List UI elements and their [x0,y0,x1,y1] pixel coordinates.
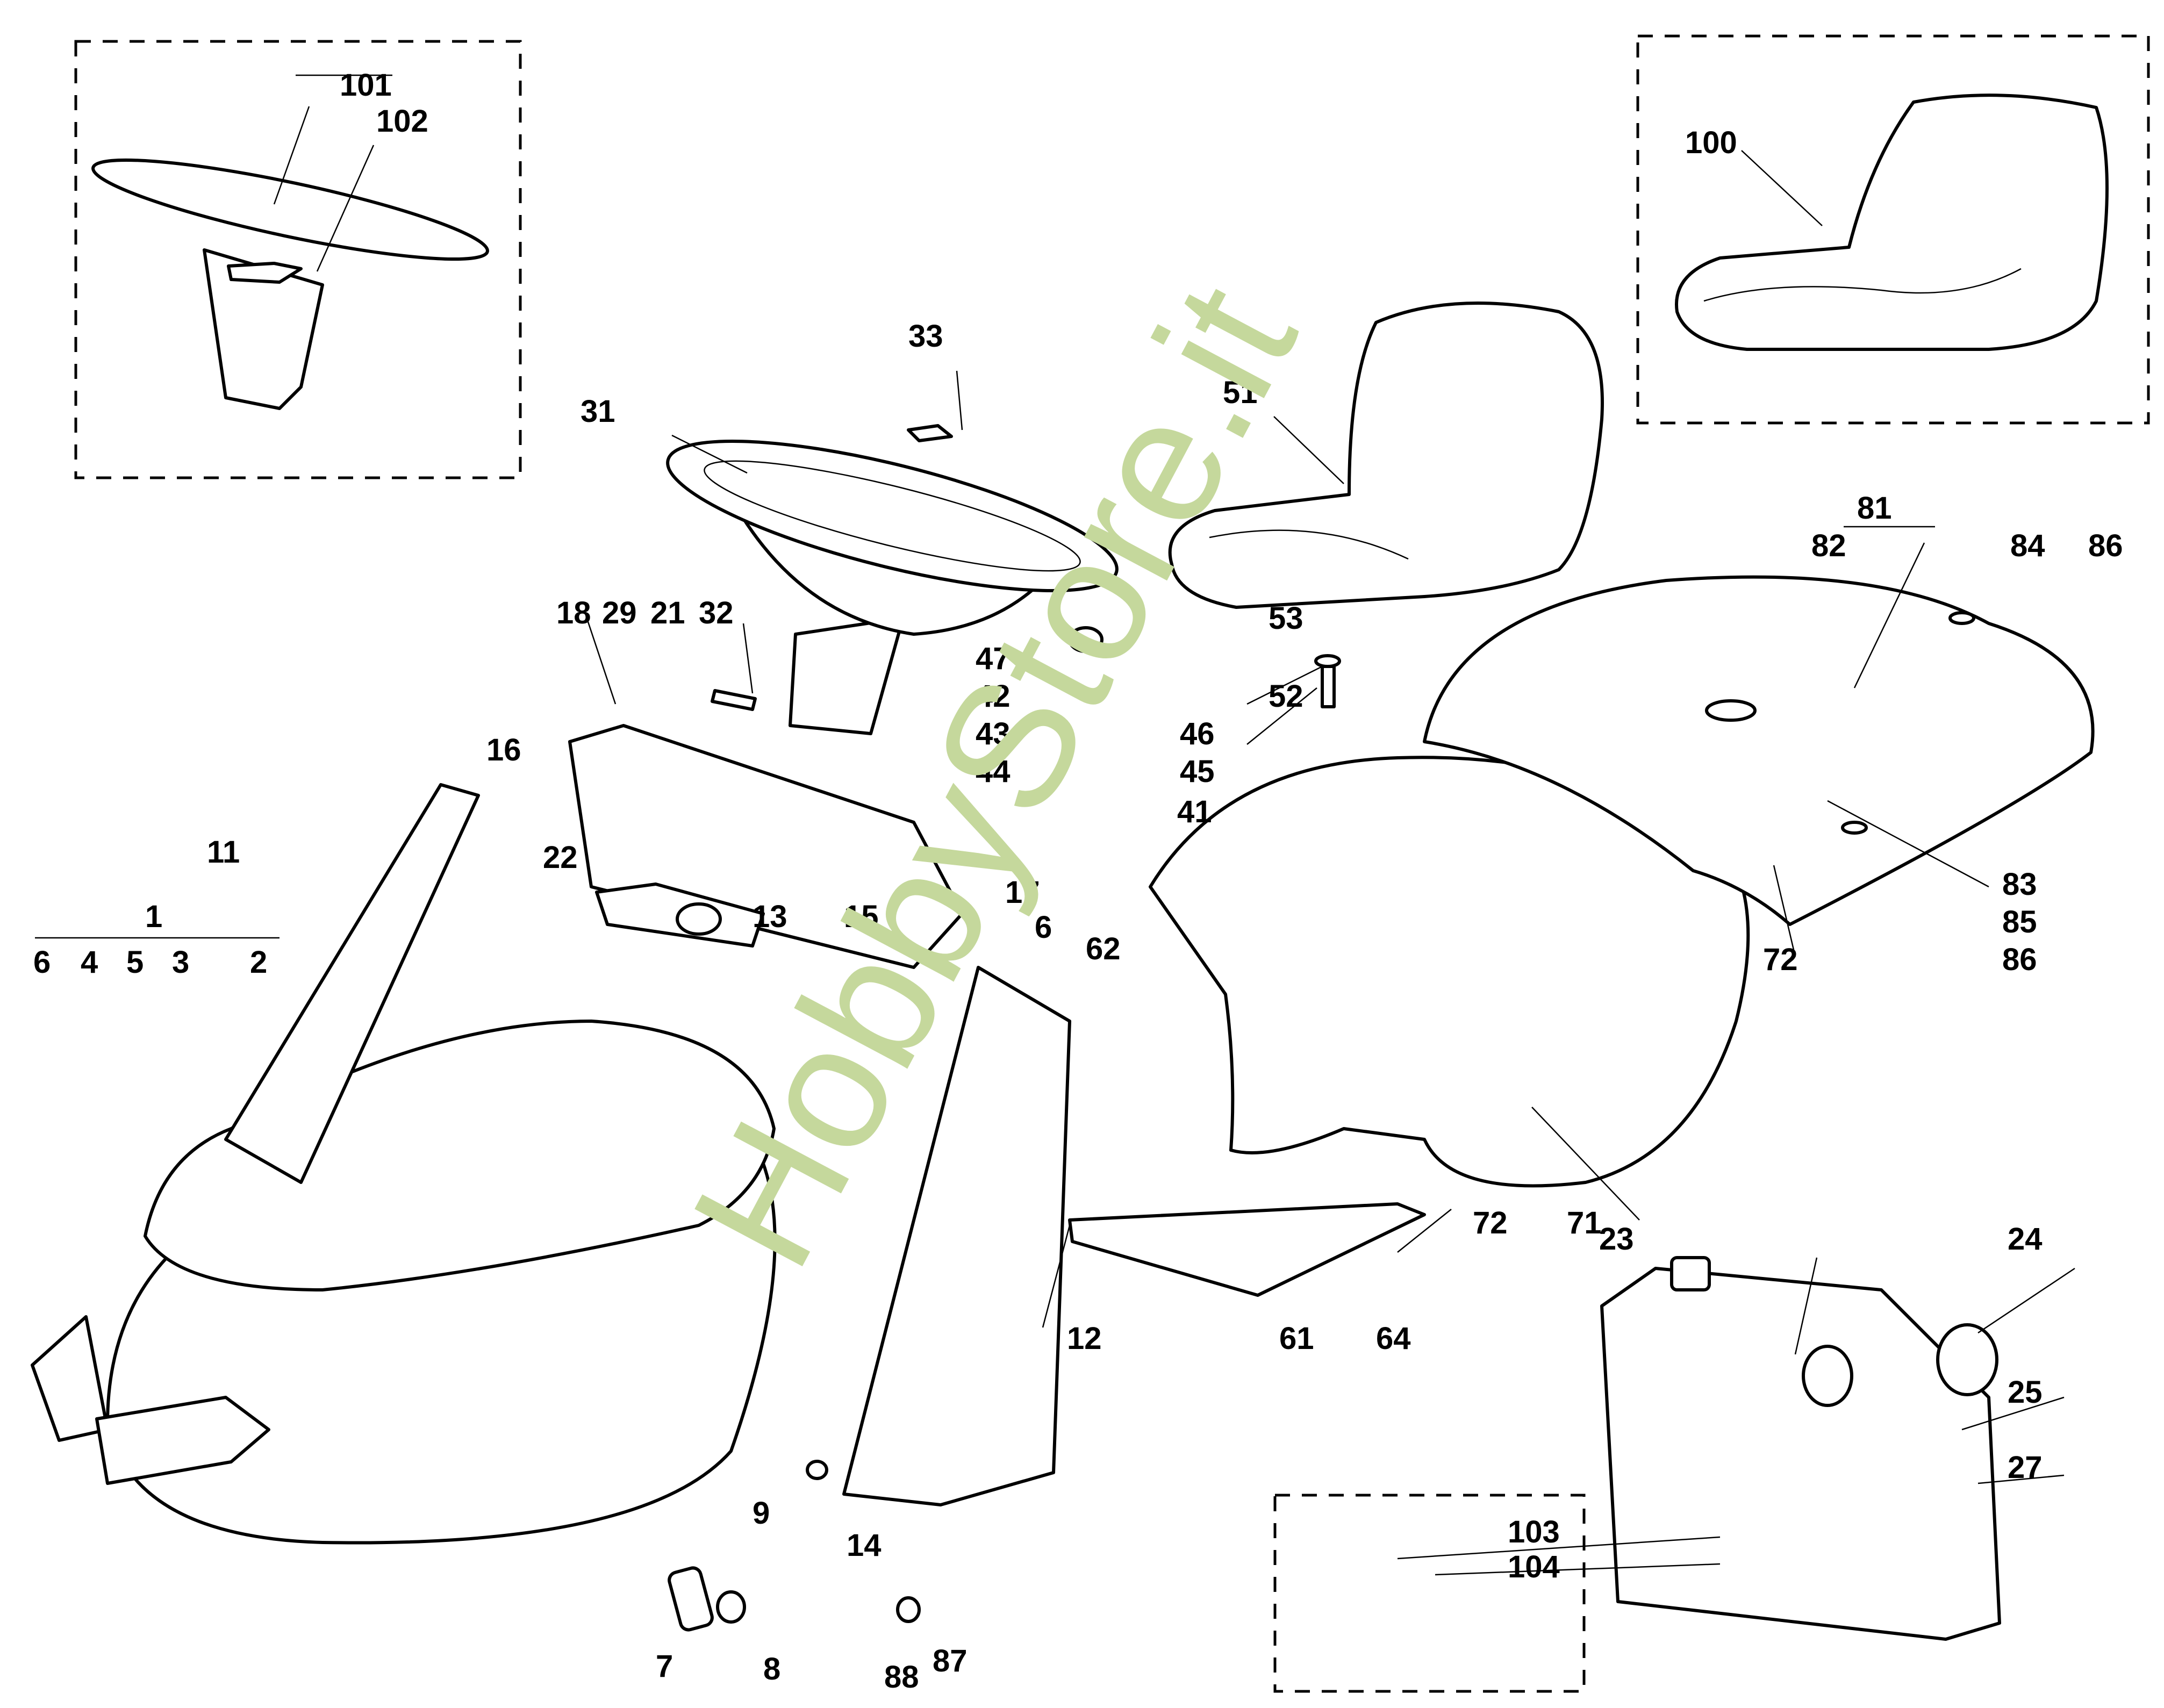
seat-part [1168,302,1604,609]
part-label-8: 8 [763,1652,780,1687]
fuel-tank-part [1600,1256,2001,1641]
part-label-100: 100 [1685,125,1737,160]
part-label-101: 101 [340,68,392,103]
part-label-88: 88 [884,1660,919,1695]
part-label-83: 83 [2002,867,2037,902]
part-label-7: 7 [656,1649,673,1684]
part-label-53: 53 [1269,601,1303,636]
part-label-43: 43 [976,716,1011,751]
part-label-42: 42 [976,679,1011,714]
part-label-3: 3 [172,945,189,980]
steering-wheel-part [666,424,1119,735]
part-label-72: 72 [1473,1205,1508,1240]
part-label-71: 71 [1567,1205,1602,1240]
part-label-33: 33 [908,319,943,354]
part-label-45: 45 [1180,754,1215,789]
footrest-part [1068,1202,1426,1297]
part-label-64: 64 [1376,1321,1411,1356]
part-label-23: 23 [1599,1222,1634,1257]
part-label-61: 61 [1279,1321,1314,1356]
part-label-87: 87 [933,1644,968,1678]
part-label-6: 6 [1035,910,1052,945]
part-label-44: 44 [976,754,1011,789]
part-label-32: 32 [699,595,734,630]
part-label-1: 1 [145,899,162,934]
inset-box-seat [1636,34,2150,425]
front-hood-part [31,1020,777,1545]
part-label-17: 17 [1005,875,1040,910]
part-label-52: 52 [1269,679,1303,714]
part-label-14: 14 [847,1528,882,1563]
dashboard-part [568,724,964,969]
part-label-4: 4 [81,945,98,980]
part-label-104: 104 [1508,1549,1560,1584]
part-label-86: 86 [2002,942,2037,977]
part-label-15: 15 [844,899,879,934]
part-label-29: 29 [602,595,637,630]
inset-box-tank-bracket [1273,1494,1586,1693]
part-label-5: 5 [126,945,144,980]
part-label-102: 102 [376,104,428,139]
part-label-46: 46 [1180,716,1215,751]
part-label-25: 25 [2008,1375,2043,1410]
part-label-16: 16 [486,733,521,767]
part-label-86: 86 [2088,528,2123,563]
part-label-85: 85 [2002,905,2037,939]
part-label-51: 51 [1223,375,1258,410]
part-label-103: 103 [1508,1515,1560,1549]
part-label-41: 41 [1177,794,1212,829]
part-label-47: 47 [976,641,1011,676]
part-label-62: 62 [1086,931,1121,966]
part-label-22: 22 [543,840,578,875]
part-label-12: 12 [1067,1321,1102,1356]
part-label-27: 27 [2008,1450,2043,1485]
part-label-18: 18 [556,595,591,630]
part-label-72: 72 [1763,942,1798,977]
part-label-31: 31 [581,394,615,429]
part-label-13: 13 [753,899,787,934]
rear-fender-part [1149,575,2095,1188]
part-label-9: 9 [753,1496,770,1531]
part-label-84: 84 [2010,528,2045,563]
side-panel-right-part [842,966,1071,1506]
part-label-82: 82 [1811,528,1846,563]
steering-wheel-alt-part [91,158,489,410]
part-label-81: 81 [1857,491,1892,526]
hardware-parts [668,611,1975,1632]
seat-alt-part [1675,94,2109,351]
part-label-2: 2 [250,945,267,980]
part-label-21: 21 [650,595,685,630]
part-label-6: 6 [33,945,51,980]
part-label-11: 11 [207,835,240,870]
side-panel-left-part [224,783,480,1184]
inset-box-steering-wheel [74,40,522,479]
leader-lines [35,74,2075,1576]
part-label-24: 24 [2008,1222,2043,1257]
